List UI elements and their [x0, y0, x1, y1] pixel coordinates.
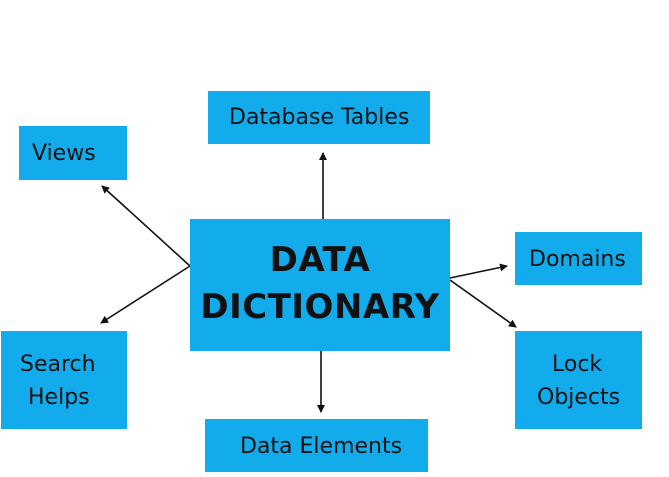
search-helps-label-line1: Search: [20, 352, 96, 377]
database-tables-label: Database Tables: [229, 105, 410, 130]
views-box: Views: [19, 126, 127, 180]
data-elements-label: Data Elements: [240, 434, 403, 459]
center-title-line1: DATA: [269, 240, 371, 280]
arrow-to-lock-objects: [449, 279, 517, 328]
arrow-to-views: [101, 185, 191, 267]
arrow-to-search-helps: [100, 265, 191, 324]
data-elements-box: Data Elements: [205, 419, 428, 472]
search-helps-label-line2: Helps: [28, 385, 90, 410]
views-label: Views: [32, 141, 96, 166]
lock-objects-box: Lock Objects: [515, 331, 642, 429]
database-tables-box: Database Tables: [208, 91, 430, 144]
center-title-line2: DICTIONARY: [200, 287, 440, 327]
search-helps-box: Search Helps: [1, 331, 127, 429]
arrow-to-domains: [449, 263, 508, 279]
domains-box: Domains: [515, 232, 642, 285]
data-dictionary-box: DATA DICTIONARY: [190, 219, 450, 351]
domains-label: Domains: [529, 247, 626, 272]
lock-objects-label-line1: Lock: [552, 352, 603, 377]
lock-objects-label-line2: Objects: [537, 385, 621, 410]
